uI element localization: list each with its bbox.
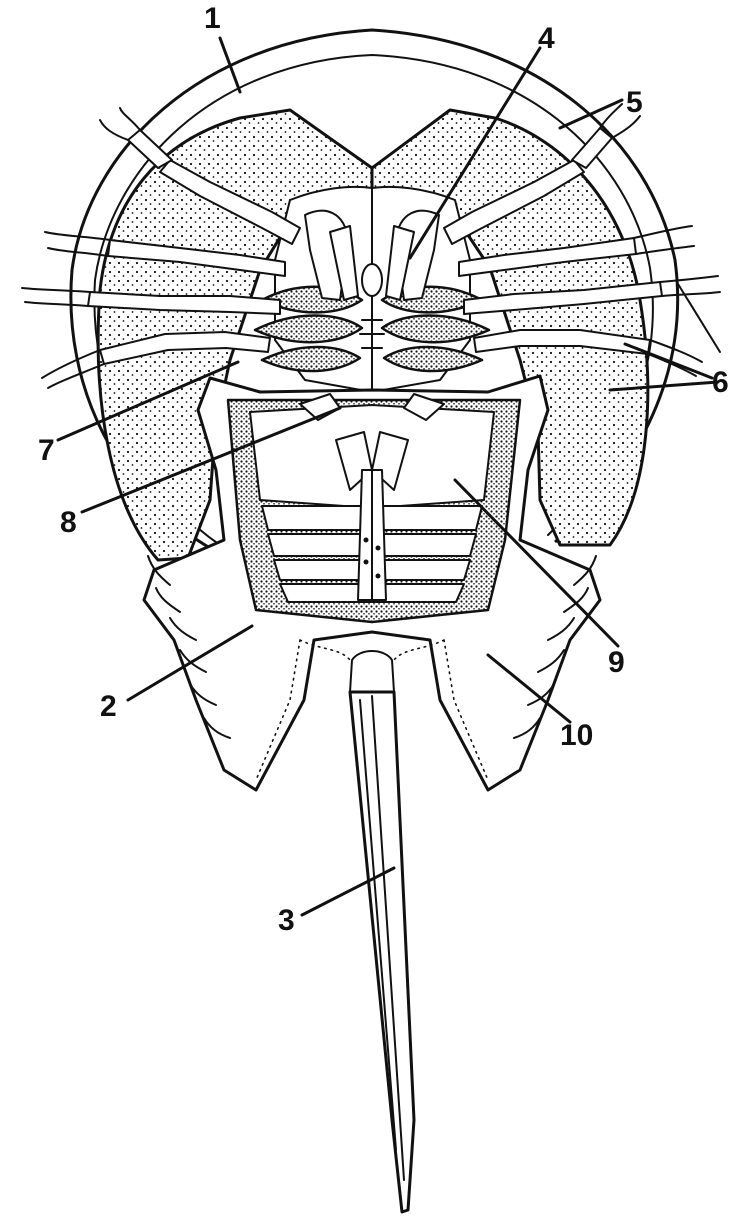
callout-10: 10 [560,719,593,752]
callout-7: 7 [38,434,55,467]
callout-3: 3 [278,904,295,937]
callout-8: 8 [60,506,77,539]
callout-2: 2 [100,690,117,723]
callout-9: 9 [608,646,625,679]
callout-1: 1 [204,2,221,35]
telson [350,692,414,1212]
callout-5: 5 [626,86,643,119]
callout-4: 4 [538,22,555,55]
callout-6: 6 [712,366,729,399]
telson-base [350,651,394,692]
